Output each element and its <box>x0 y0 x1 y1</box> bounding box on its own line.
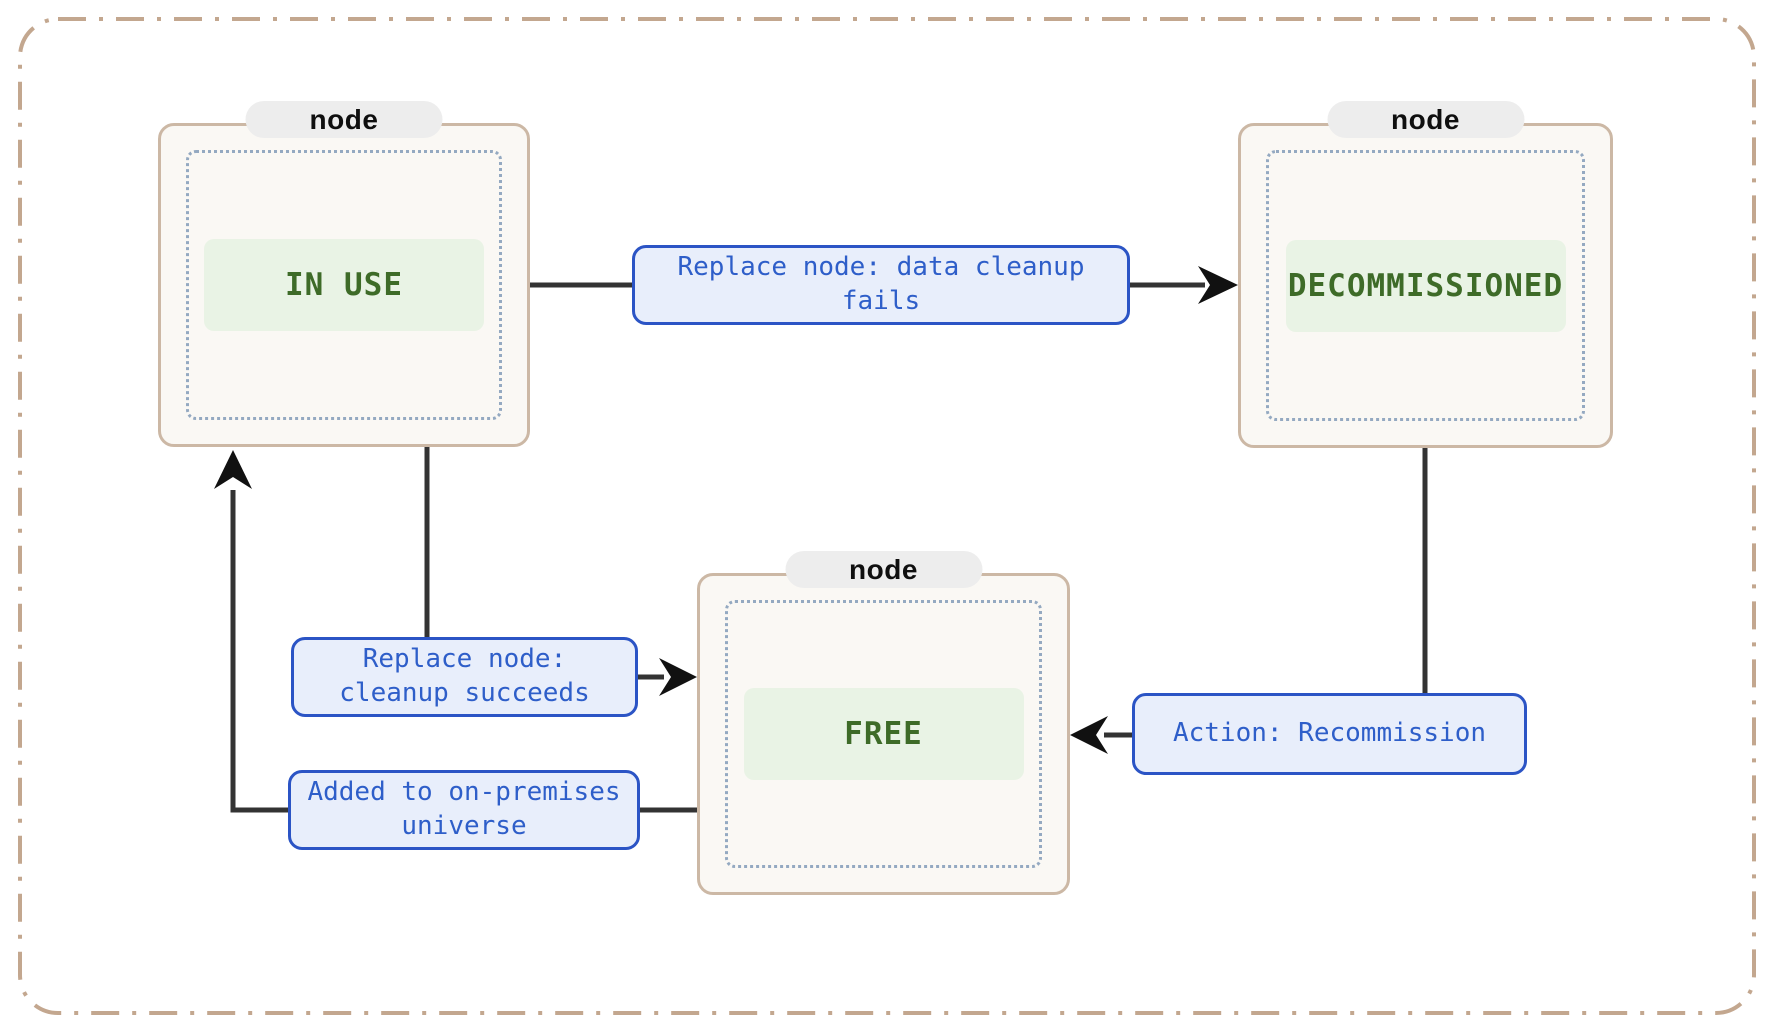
arrowhead-into-decommissioned <box>1198 266 1238 304</box>
state-label-in-use: IN USE <box>204 239 484 331</box>
node-type-label: node <box>849 553 918 585</box>
arrowhead-into-free-left <box>659 658 697 696</box>
node-type-label: node <box>1391 103 1460 135</box>
edge-label-action-recommission: Action: Recommission <box>1132 693 1527 775</box>
arrowhead-into-in-use-bottom <box>214 450 252 489</box>
node-inner-dotted-frame <box>1266 150 1585 421</box>
state-node-free: node FREE <box>697 551 1070 895</box>
node-type-badge: node <box>785 551 982 588</box>
state-node-decommissioned: node DECOMMISSIONED <box>1238 101 1613 448</box>
node-type-badge: node <box>245 101 443 138</box>
state-node-in-use: node IN USE <box>158 101 530 447</box>
node-type-label: node <box>309 103 379 135</box>
node-inner-dotted-frame <box>725 600 1042 868</box>
state-label-free: FREE <box>743 688 1024 780</box>
state-label-decommissioned: DECOMMISSIONED <box>1285 239 1566 332</box>
edge-label-replace-node-data-cleanup-fails: Replace node: data cleanup fails <box>632 245 1130 325</box>
arrowhead-into-free-right <box>1070 716 1108 754</box>
node-inner-dotted-frame <box>186 150 502 420</box>
edge-label-added-to-on-premises-universe: Added to on-premises universe <box>288 770 640 850</box>
node-type-badge: node <box>1327 101 1524 138</box>
canvas-dashed-border <box>18 17 1756 1015</box>
edge-label-replace-node-cleanup-succeeds: Replace node: cleanup succeeds <box>291 637 638 717</box>
